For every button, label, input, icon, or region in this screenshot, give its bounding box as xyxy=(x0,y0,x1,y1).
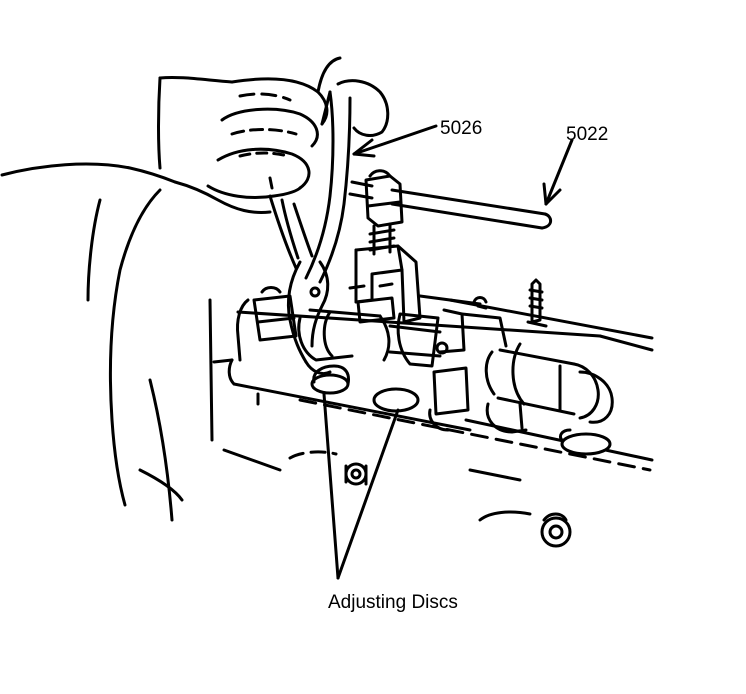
leader-5026 xyxy=(352,124,438,156)
label-5022: 5022 xyxy=(566,124,608,145)
head-studs xyxy=(344,462,572,548)
label-5026: 5026 xyxy=(440,118,482,139)
leader-5022 xyxy=(544,138,574,206)
tool-5022-press xyxy=(348,169,553,324)
adjusting-disc-1 xyxy=(310,373,350,395)
arrowhead-5026 xyxy=(352,138,376,158)
tool-5026-pliers xyxy=(268,90,352,376)
camshaft-assembly xyxy=(252,278,614,434)
leader-disc-1 xyxy=(322,392,340,580)
leader-disc-2 xyxy=(336,408,400,580)
leader-lines xyxy=(322,124,574,580)
arrowhead-5022 xyxy=(542,182,562,206)
technician-hand xyxy=(0,56,390,522)
adjusting-disc-2 xyxy=(372,387,420,413)
label-adjusting-discs: Adjusting Discs xyxy=(328,592,458,613)
cylinder-head xyxy=(212,298,654,522)
adjusting-disc-3 xyxy=(560,432,612,456)
adjusting-discs xyxy=(310,364,612,456)
